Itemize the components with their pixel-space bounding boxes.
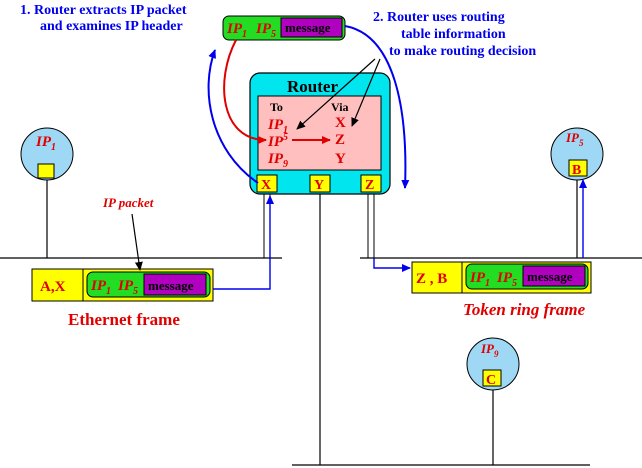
extracted-ip-packet: IP1 IP5 message [222,15,346,41]
router-port-z: Z [360,174,382,193]
routing-table-to-ip9: IP9 [267,151,288,170]
routing-table-header-via: Via [331,100,349,114]
step2-pointer-arrow-1 [296,58,376,130]
token-ring-frame-header: Z , B [416,271,447,287]
svg-text:IP5: IP5 [117,278,138,297]
svg-text:IP1: IP1 [90,278,111,297]
svg-text:IP5: IP5 [496,270,517,289]
host-ip9: C IP9 [466,337,520,391]
svg-text:IP1: IP1 [226,21,247,40]
routing-table-via-1: Z [335,132,345,148]
flow-arrow-packet-to-table [223,39,267,144]
svg-text:Y: Y [314,178,324,193]
host-ip5: B IP5 [550,127,604,181]
svg-text:X: X [261,178,271,193]
svg-text:IP1: IP1 [35,134,56,153]
ethernet-frame: A,X IP1 IP5 message [31,268,214,302]
svg-text:IP5: IP5 [255,21,276,40]
flow-arrow-packet-to-port-z [344,25,410,189]
flow-arrow-port-z-to-frame [373,258,411,272]
step2-caption-line1: 2. Router uses routing [373,10,505,25]
extracted-packet-message: message [285,20,331,35]
routing-table-to-ip1: IP1 [267,117,288,136]
host-ip5-addr: B [572,163,581,178]
step2-caption-line2: table information [401,27,506,42]
ethernet-packet-message: message [148,278,194,293]
host-ip9-addr: C [486,373,496,388]
svg-text:Z: Z [365,178,374,193]
step2-caption-line3: to make routing decision [389,44,536,59]
ethernet-frame-header: A,X [40,279,66,295]
flow-arrow-port-x-to-packet [207,49,259,184]
token-ring-frame-label: Token ring frame [463,300,586,319]
ethernet-frame-label: Ethernet frame [68,310,180,329]
router-title: Router [287,77,338,96]
routing-table-via-0: X [335,115,346,131]
flow-arrow-frame-to-port-x [213,195,274,290]
router-port-x: X [256,174,278,193]
routing-table-to-ip5: IP5 [267,132,288,150]
step2-pointer-arrow-2 [351,58,381,127]
ip-packet-label: IP packet [102,195,154,210]
token-ring-frame: Z , B IP1 IP5 message [411,261,592,294]
router: Router To Via IP1 IP5 IP9 X Z Y X Y Z [249,72,391,195]
host-ip1: IP1 [20,127,74,181]
step1-caption-line1: 1. Router extracts IP packet [20,3,187,18]
svg-text:IP1: IP1 [469,270,490,289]
step1-caption-line2: and examines IP header [40,19,183,34]
token-ring-packet-message: message [527,269,573,284]
routing-table-via-2: Y [335,151,346,167]
ip-packet-pointer-arrow [131,213,143,271]
routing-table-header-to: To [270,100,283,114]
router-port-y: Y [309,174,331,193]
